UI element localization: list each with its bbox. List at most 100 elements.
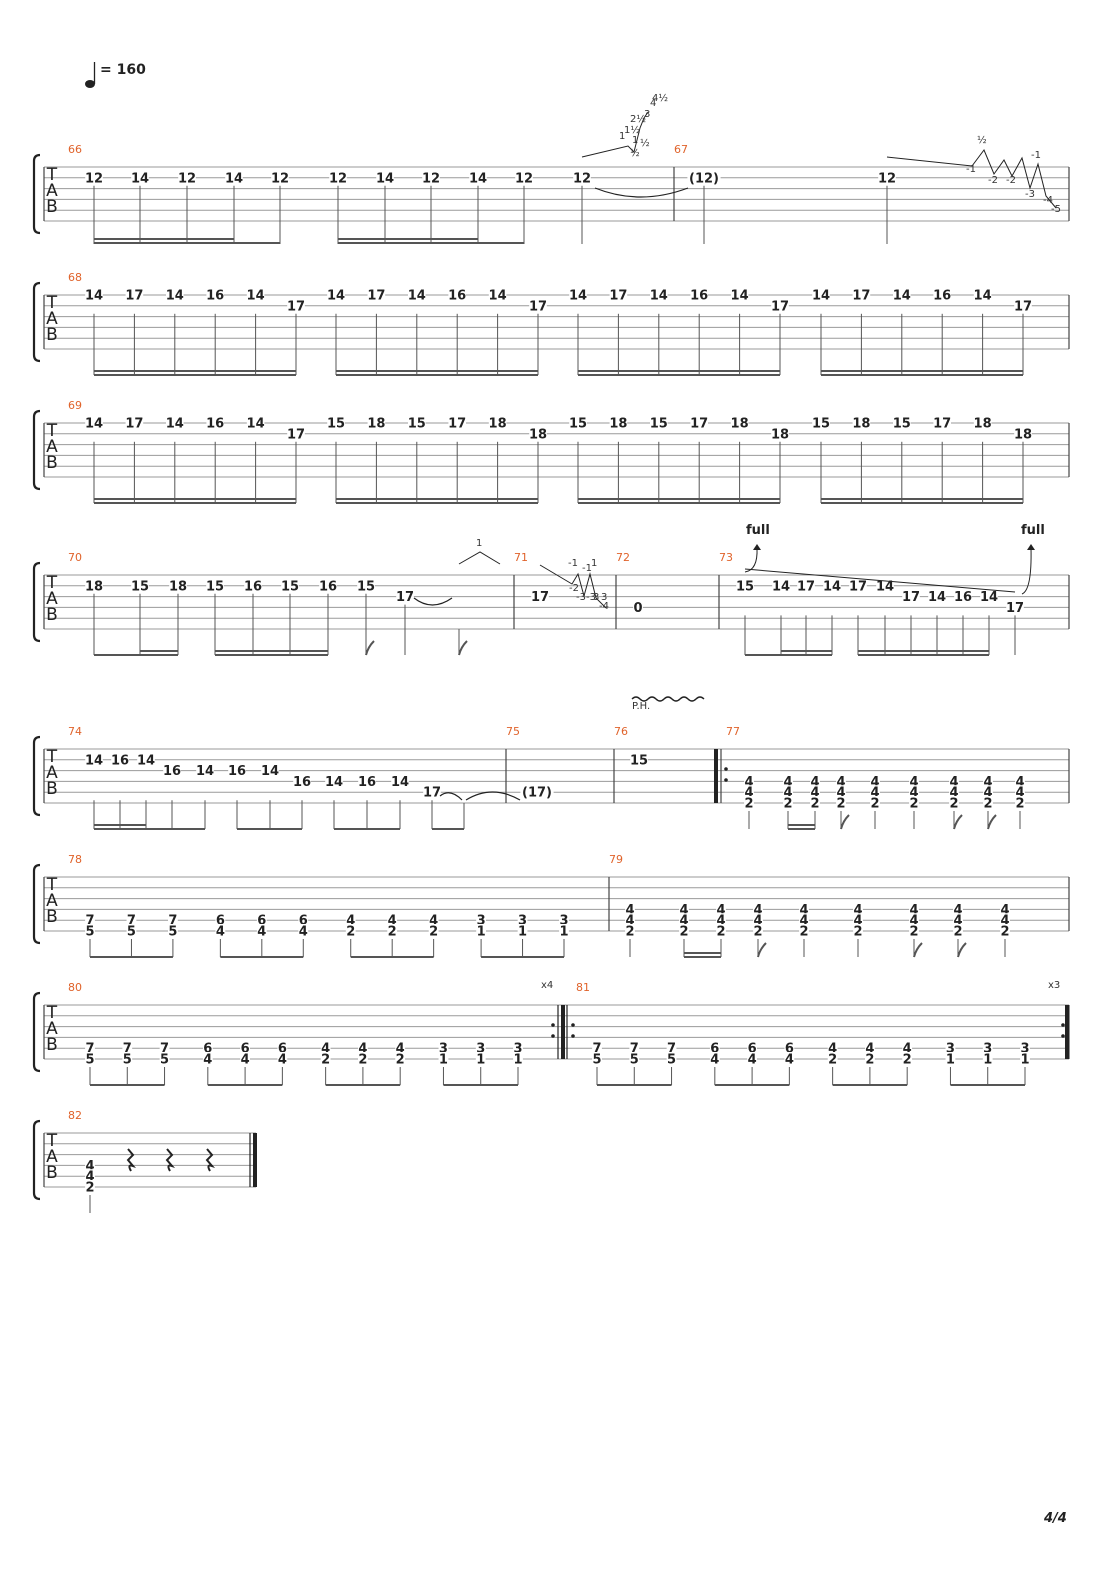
fret-number: 16 [163, 764, 181, 779]
fret-bg [747, 1052, 757, 1065]
fret-bg [126, 913, 137, 927]
fret-bg [878, 170, 896, 184]
fret-number: 4 [870, 786, 879, 801]
fret-bg [953, 902, 963, 916]
fret-number: 2 [870, 797, 879, 812]
fret-bg [953, 924, 963, 937]
fret-bg [679, 913, 689, 927]
fret-bg [202, 1041, 213, 1055]
fret-number: 4 [853, 914, 862, 929]
bar-number: 72 [616, 551, 630, 564]
whammy-value: ½ [630, 147, 640, 159]
fret-bg [949, 785, 959, 799]
fret-bg [799, 902, 809, 916]
fret-bg [744, 785, 754, 799]
fret-number: 15 [281, 579, 299, 594]
fret-bg [1014, 298, 1032, 312]
fret-bg [320, 1041, 331, 1055]
fret-bg [85, 752, 103, 766]
fret-bg [488, 288, 507, 301]
fret-bg [744, 774, 754, 788]
fret-number: 6 [299, 914, 308, 929]
whammy-value: 1 [591, 558, 597, 569]
vibrato-wave-icon [631, 696, 705, 702]
fret-number: 7 [667, 1042, 676, 1057]
repeat-count-x4: x4 [541, 980, 553, 991]
whammy-curve [581, 111, 649, 158]
fret-bg [836, 796, 846, 809]
fret-bg [799, 924, 809, 937]
fret-bg [85, 1158, 95, 1172]
fret-bg [983, 796, 993, 809]
fret-bg [395, 1041, 406, 1055]
fret-number: 12 [515, 171, 533, 186]
fret-bg [870, 785, 880, 799]
whammy-value: -4 [1043, 195, 1053, 206]
quarter-rest-icon [126, 1148, 137, 1172]
fret-number: 4 [625, 903, 634, 918]
fret-number: 6 [203, 1042, 212, 1057]
fret-number: 4 [836, 786, 845, 801]
fret-bg [983, 774, 993, 788]
tab-clef-letter: A [46, 437, 58, 457]
fret-number: 2 [828, 1053, 837, 1068]
tab-clef-letter: B [46, 325, 58, 345]
fret-bg [256, 913, 267, 927]
fret-number: 2 [396, 1053, 405, 1068]
whammy-value: -2 [1006, 175, 1016, 186]
fret-number: 4 [396, 1042, 405, 1057]
fret-bg [945, 1052, 956, 1065]
fret-bg [178, 170, 196, 184]
fret-number: 14 [823, 579, 841, 594]
fret-bg [865, 1052, 875, 1065]
fret-bg [206, 288, 224, 301]
fret-number: 14 [261, 764, 279, 779]
fret-bg [469, 170, 487, 184]
bar-number: 78 [68, 853, 82, 866]
tab-clef-letter: A [46, 589, 58, 609]
fret-bg [367, 416, 386, 429]
bar-number: 81 [576, 981, 590, 994]
fret-number: 7 [630, 1042, 639, 1057]
fret-number: 15 [893, 417, 911, 432]
fret-bg [387, 913, 398, 927]
fret-bg [85, 913, 95, 927]
fret-bg [529, 298, 547, 312]
fret-number: 4 [949, 775, 958, 790]
fret-bg [812, 416, 830, 429]
fret-number: 12 [422, 171, 440, 186]
fret-bg [853, 924, 863, 937]
fret-bg [784, 1041, 795, 1055]
fret-number: 4 [748, 1053, 757, 1068]
system-bracket [32, 735, 41, 817]
repeat-dot [571, 1023, 575, 1027]
fret-number: 14 [327, 289, 345, 304]
fret-number: 17 [448, 417, 466, 432]
fret-bg [277, 1041, 288, 1055]
whammy-value: ½ [640, 137, 650, 149]
whammy-value: -3 [576, 592, 586, 603]
whammy-value: -2 [988, 175, 998, 186]
fret-number: 5 [667, 1053, 676, 1068]
fret-number: 4 [983, 775, 992, 790]
fret-number: 17 [1006, 601, 1024, 616]
fret-number: 16 [293, 775, 311, 790]
repeat-dot [551, 1023, 555, 1027]
fret-number: 4 [278, 1053, 287, 1068]
bar-number: 69 [68, 399, 82, 412]
fret-number: 14 [469, 171, 487, 186]
whammy-value: -1 [582, 563, 592, 574]
fret-number: 17 [287, 299, 305, 314]
fret-number: 2 [85, 1181, 94, 1196]
tab-clef-letter: B [46, 1035, 58, 1055]
fret-number: 0 [633, 601, 642, 616]
fret-bg [836, 774, 846, 788]
fret-number: 12 [329, 171, 347, 186]
fret-bg [810, 796, 820, 809]
page-number: 4/4 [1043, 1511, 1067, 1526]
tab-clef-letter: B [46, 605, 58, 625]
whammy-value: 2½ [630, 113, 646, 125]
fret-bg [650, 288, 668, 301]
